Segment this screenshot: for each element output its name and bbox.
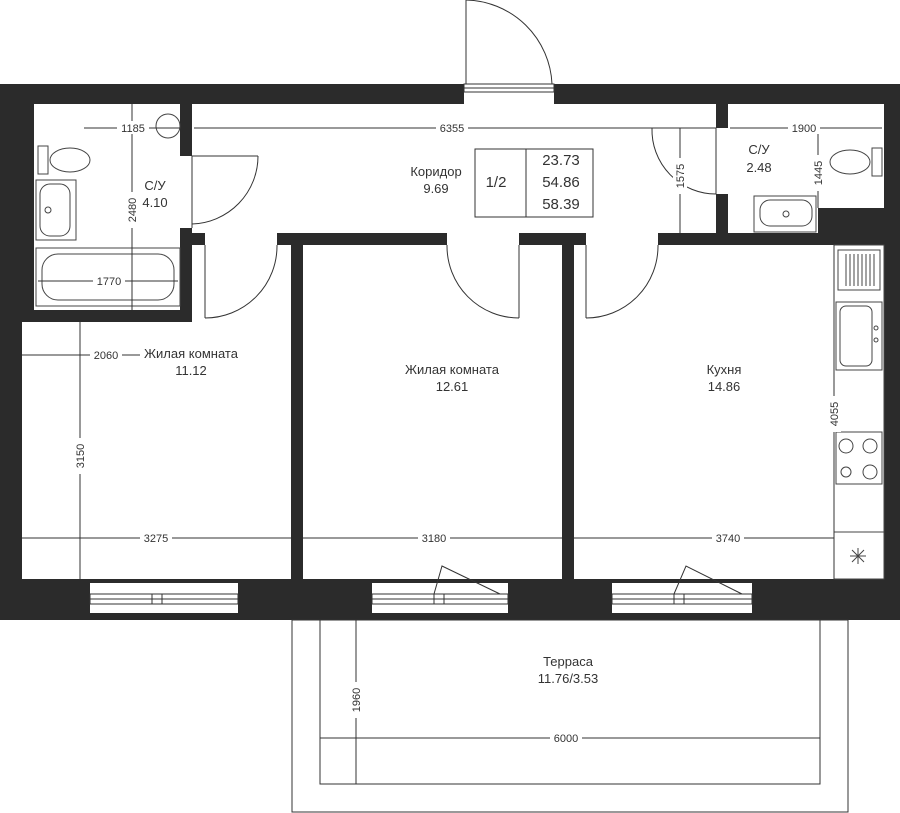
entrance-door-swing (465, 0, 553, 85)
dishwasher-icon (837, 249, 881, 291)
dim-bath1-width: 1185 (121, 123, 145, 135)
door-gap-kitchen (586, 233, 658, 245)
wall-bath1-bottom (22, 310, 192, 322)
dim-kitchen-width: 3740 (716, 533, 740, 545)
terrace-name: Терраса (543, 654, 594, 669)
bath2-area: 2.48 (746, 160, 771, 175)
kitchen-area: 14.86 (708, 379, 741, 394)
wall-bath2-bottom (818, 208, 900, 244)
window-gap-1 (90, 583, 238, 613)
living-area-total: 23.73 (542, 152, 580, 169)
total-area: 54.86 (542, 174, 580, 191)
balcony-door-3 (673, 565, 743, 595)
wall-top-right (554, 84, 900, 104)
dim-living1-offset: 2060 (94, 350, 118, 362)
dim-bath2-width: 1900 (792, 123, 816, 135)
window-gap-3 (612, 583, 752, 613)
wall-bath1-left (22, 104, 34, 320)
sink-icon (753, 195, 817, 233)
dim-bathtub-length: 1770 (97, 276, 121, 288)
doors (191, 0, 717, 319)
bath1-area: 4.10 (142, 195, 167, 210)
kitchen-name: Кухня (707, 362, 742, 377)
openings (90, 84, 752, 613)
fixtures (35, 113, 885, 580)
fridge-icon (833, 531, 885, 580)
dim-living2-width: 3180 (422, 533, 446, 545)
dim-bath2-height: 1445 (813, 161, 825, 185)
dimension-labels: 1185 6355 1900 2480 1575 1445 1770 2060 … (73, 121, 841, 745)
toilet-icon (829, 147, 883, 177)
dim-living1-width: 3275 (144, 533, 168, 545)
bath2-name: С/У (748, 142, 770, 157)
terrace-area: 11.76/3.53 (538, 671, 598, 686)
dim-terrace-width: 6000 (554, 733, 578, 745)
wall-partition-1 (291, 233, 303, 583)
windows (89, 593, 753, 605)
bath1-name: С/У (144, 178, 166, 193)
door-gap-living2 (447, 233, 519, 245)
dim-corridor-width: 6355 (440, 123, 464, 135)
terrace-outer (291, 619, 849, 813)
dim-corridor-height: 1575 (675, 164, 687, 188)
door-gap-bath1 (180, 156, 192, 228)
balcony-doors (433, 565, 743, 595)
dim-bath1-height: 2480 (127, 198, 139, 222)
living2-name: Жилая комната (405, 362, 500, 377)
terrace (291, 619, 849, 813)
dim-living1-height: 3150 (75, 444, 87, 468)
living1-name: Жилая комната (144, 346, 239, 361)
rooms-fraction: 1/2 (486, 174, 507, 191)
entrance-gap (464, 84, 554, 104)
corridor-area: 9.69 (423, 181, 448, 196)
dim-kitchen-height: 4055 (829, 402, 841, 426)
toilet-icon (37, 145, 91, 175)
walls (0, 84, 900, 620)
living1-area: 11.12 (175, 363, 207, 378)
corridor-name: Коридор (410, 164, 461, 179)
room-labels: Коридор 9.69 С/У 4.10 С/У 2.48 Жилая ком… (142, 142, 771, 686)
dim-terrace-depth: 1960 (351, 688, 363, 712)
door-gap-bath2 (716, 128, 728, 194)
total-with-terrace: 58.39 (542, 196, 580, 213)
living2-area: 12.61 (436, 379, 469, 394)
wall-right (884, 84, 900, 620)
washer-icon (155, 113, 181, 139)
wall-bath1-right-lower (180, 244, 192, 322)
wall-left (0, 84, 22, 620)
balcony-door-2 (433, 565, 501, 595)
stove-icon (835, 431, 883, 485)
door-gap-living1 (205, 233, 277, 245)
wall-corridor-bottom (180, 233, 900, 245)
kitchen-counter (833, 244, 885, 580)
wall-partition-2 (562, 233, 574, 583)
area-summary-box (474, 148, 594, 218)
terrace-inner (319, 619, 821, 785)
sink-icon (35, 179, 77, 241)
wall-top-left (0, 84, 464, 104)
window-gap-2 (372, 583, 508, 613)
kitchen-sink-icon (835, 301, 883, 371)
